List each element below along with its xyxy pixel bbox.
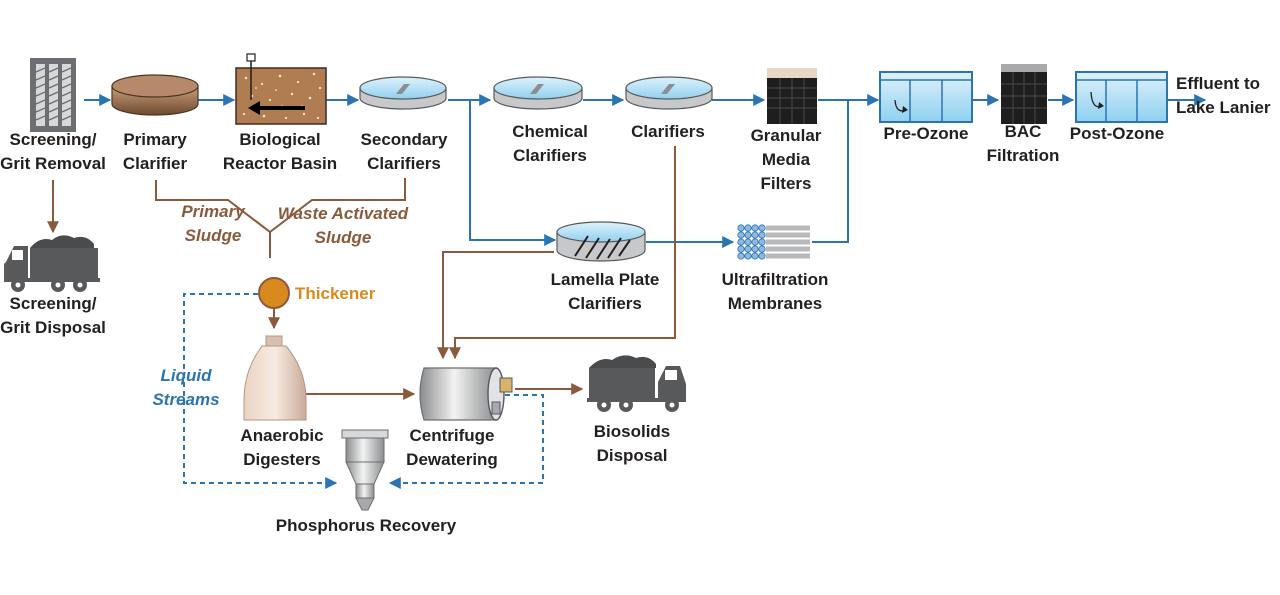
biological-reactor-basin-label: Biological Reactor Basin bbox=[222, 130, 338, 173]
primary-sludge-label: Primary Sludge bbox=[181, 202, 245, 245]
screening-grit-removal-label: Screening/ Grit Removal bbox=[0, 130, 106, 173]
primary-clarifier-label: Primary Clarifier bbox=[122, 130, 188, 173]
thickener-icon bbox=[258, 277, 290, 309]
lamella-clarifier-icon bbox=[556, 221, 646, 262]
lamella-plate-clarifiers-label: Lamella Plate Clarifiers bbox=[550, 270, 660, 313]
reactor-basin-icon bbox=[235, 53, 327, 125]
main-flow-lines bbox=[84, 94, 1207, 248]
thickener-label: Thickener bbox=[295, 284, 376, 303]
membrane-icon bbox=[737, 224, 810, 260]
sludge-flow-lines bbox=[47, 146, 676, 400]
phosphorus-recovery-label: Phosphorus Recovery bbox=[275, 516, 457, 535]
secondary-clarifiers-label: Secondary Clarifiers bbox=[360, 130, 448, 173]
screening-grit-disposal-label: Screening/ Grit Disposal bbox=[0, 294, 106, 337]
biosolids-truck-icon bbox=[587, 355, 686, 412]
chemical-clarifier-icon bbox=[493, 76, 583, 110]
clarifiers-label: Clarifiers bbox=[631, 122, 705, 141]
post-ozone-tank-icon bbox=[1075, 71, 1168, 123]
post-ozone-label: Post-Ozone bbox=[1069, 124, 1165, 143]
bac-filtration-label: BAC Filtration bbox=[986, 122, 1060, 165]
pre-ozone-label: Pre-Ozone bbox=[883, 124, 969, 143]
granular-media-filters-label: Granular Media Filters bbox=[750, 126, 822, 193]
bac-filter-icon bbox=[1001, 64, 1047, 124]
centrifuge-dewatering-label: Centrifuge Dewatering bbox=[406, 426, 498, 469]
pre-ozone-tank-icon bbox=[879, 71, 973, 123]
media-filter-icon bbox=[767, 68, 817, 124]
dump-truck-icon bbox=[4, 235, 100, 292]
biosolids-disposal-label: Biosolids Disposal bbox=[593, 422, 671, 465]
phosphorus-reactor-icon bbox=[341, 429, 389, 511]
waste-activated-sludge-label: Waste Activated Sludge bbox=[277, 204, 409, 247]
digester-icon bbox=[243, 335, 307, 421]
ultrafiltration-membranes-label: Ultrafiltration Membranes bbox=[721, 270, 829, 313]
chemical-clarifiers-label: Chemical Clarifiers bbox=[512, 122, 588, 165]
centrifuge-icon bbox=[419, 367, 513, 421]
secondary-clarifier-icon bbox=[359, 76, 447, 110]
liquid-streams-label: Liquid Streams bbox=[152, 366, 220, 409]
anaerobic-digesters-label: Anaerobic Digesters bbox=[240, 426, 324, 469]
clarifier-icon bbox=[625, 76, 713, 110]
screen-icon bbox=[30, 58, 76, 132]
liquid-stream-lines bbox=[183, 293, 544, 489]
effluent-label: Effluent to Lake Lanier bbox=[1176, 74, 1271, 117]
primary-clarifier-icon bbox=[111, 74, 199, 116]
